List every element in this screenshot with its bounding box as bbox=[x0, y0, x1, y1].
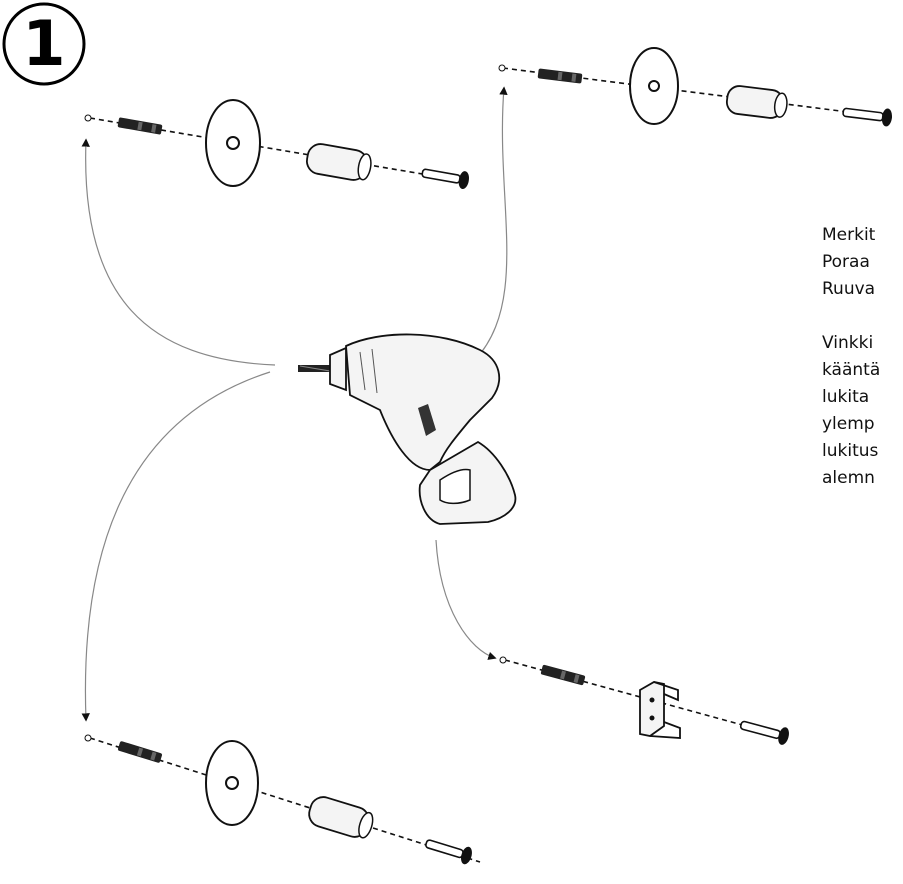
screw bbox=[739, 720, 789, 745]
arrow-to-top-right bbox=[474, 86, 508, 361]
instruction-line: alemn bbox=[822, 468, 875, 488]
instruction-line: ylemp bbox=[822, 414, 875, 434]
assembly-top-left bbox=[84, 99, 471, 189]
wall-plug bbox=[540, 664, 586, 686]
step-number: 1 bbox=[22, 7, 66, 80]
arrow-to-bracket bbox=[435, 539, 497, 660]
drill-hole bbox=[499, 656, 507, 664]
drill-hole bbox=[84, 114, 92, 122]
screw bbox=[425, 839, 472, 865]
drill-hole bbox=[498, 64, 506, 72]
instruction-line: kääntä bbox=[822, 360, 881, 380]
instruction-line: Poraa bbox=[822, 252, 870, 272]
wall-plug bbox=[117, 741, 163, 763]
assembly-bracket bbox=[499, 656, 791, 745]
instruction-line: lukitus bbox=[822, 441, 879, 461]
arrow-to-top-left bbox=[81, 138, 276, 366]
instruction-line: Ruuva bbox=[822, 279, 876, 299]
screw bbox=[842, 107, 892, 127]
arrow-to-bottom-left bbox=[81, 371, 271, 722]
spacer-sleeve bbox=[306, 143, 372, 181]
guide-arrows bbox=[81, 86, 508, 722]
assembly-top-right bbox=[498, 47, 896, 127]
drill-hole bbox=[84, 734, 92, 742]
instruction-line: lukita bbox=[822, 387, 870, 407]
wall-plug bbox=[537, 68, 583, 84]
instruction-line: Merkit bbox=[822, 225, 876, 245]
lock-bracket bbox=[639, 681, 681, 739]
step-circle bbox=[2, 2, 86, 86]
instructions-text: Merkit Poraa Ruuva Vinkki kääntä lukita … bbox=[822, 222, 903, 492]
instruction-line: Vinkki bbox=[822, 333, 874, 353]
paragraph-gap bbox=[822, 303, 903, 330]
wall-plug bbox=[117, 117, 163, 135]
spacer-sleeve bbox=[725, 85, 788, 119]
assembly-bottom-left bbox=[84, 734, 481, 865]
drill bbox=[298, 333, 517, 525]
screw bbox=[421, 168, 469, 189]
spacer-sleeve bbox=[308, 796, 374, 839]
